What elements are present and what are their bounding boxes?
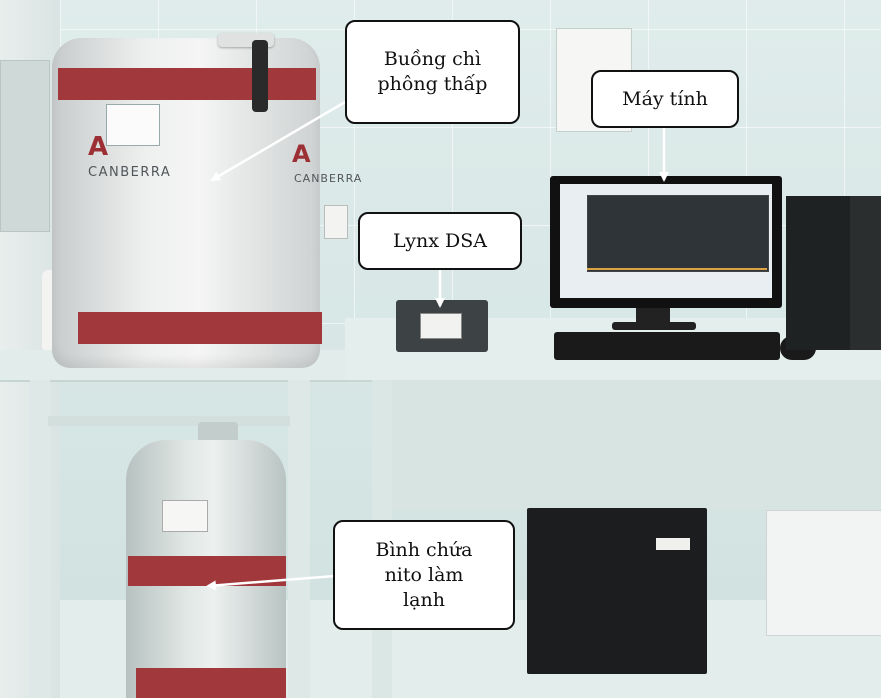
arrow-to-shield (210, 96, 353, 182)
spectrum-baseline (587, 268, 767, 270)
shield-bottom-band (78, 312, 322, 344)
canberra-logo-side: A (292, 140, 311, 168)
canberra-wordmark: CANBERRA (88, 165, 172, 180)
monitor-stand (636, 308, 670, 324)
power-outlet (324, 205, 348, 239)
canberra-wordmark-side: CANBERRA (294, 172, 363, 185)
dewar-sticker (162, 500, 208, 532)
case-sticker (656, 538, 690, 550)
dewar-band-lower (136, 668, 286, 698)
stand-crossbar (48, 416, 290, 426)
monitor-base (612, 322, 696, 330)
callout-lynx-dsa: Lynx DSA (358, 212, 522, 270)
black-case (527, 508, 707, 674)
callout-lead-shield: Buồng chì phông thấp (345, 20, 520, 124)
stand-leg-right (288, 380, 310, 698)
foam-box (766, 510, 881, 636)
spectrum-plot (587, 195, 769, 272)
stand-leg-left (30, 380, 50, 698)
shield-rod (252, 40, 268, 112)
shield-sticker (106, 104, 160, 146)
left-poster (0, 60, 50, 232)
lynx-display (420, 313, 462, 339)
arrow-to-dewar (206, 574, 336, 591)
desk-front (372, 380, 881, 510)
callout-computer: Máy tính (591, 70, 739, 128)
callout-nitrogen-dewar: Bình chứa nito làm lạnh (333, 520, 515, 630)
pc-tower-front (850, 196, 881, 350)
canberra-logo: A (88, 132, 109, 162)
shield-top-band (58, 68, 316, 100)
keyboard (554, 332, 780, 360)
